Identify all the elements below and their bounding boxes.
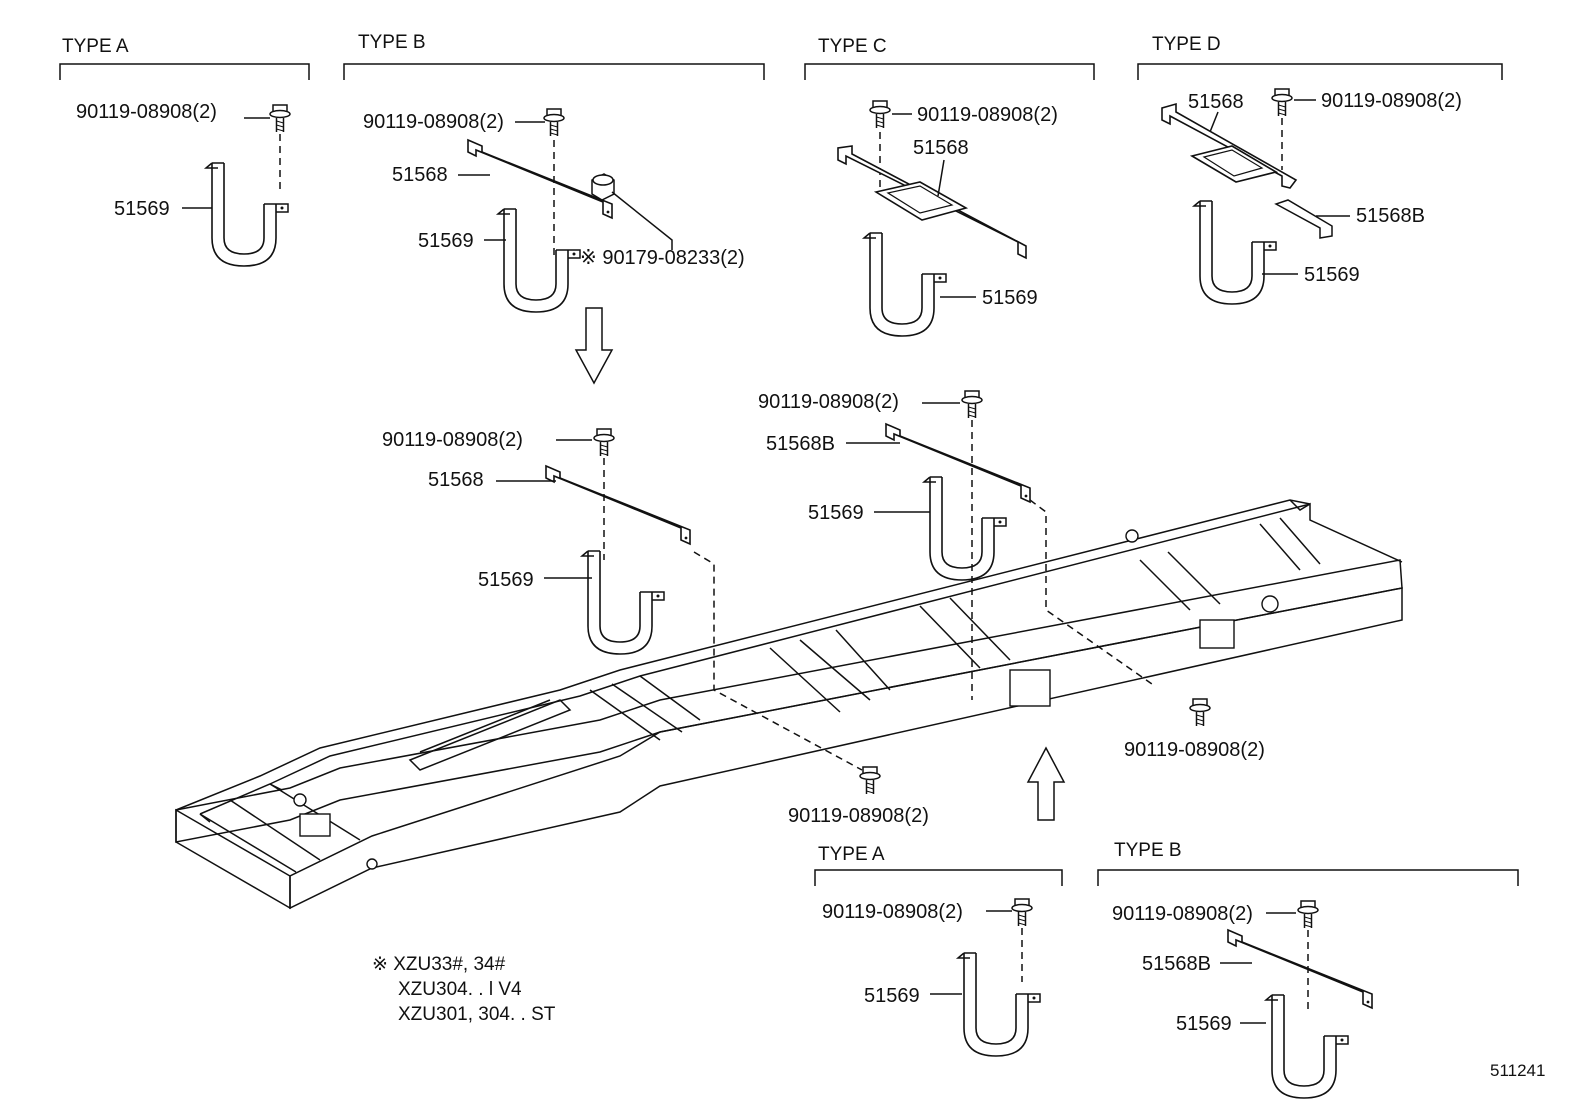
top-type-b-nut-label: ※ 90179-08233(2) <box>580 247 745 269</box>
center-right-bracket-label: 51568B <box>766 433 835 455</box>
bottom-type-a-strap-label: 51569 <box>864 985 920 1007</box>
top-type-b-nut-leader <box>611 191 673 250</box>
bolt-icon <box>593 428 615 457</box>
top-type-b-bracket-line <box>343 63 765 80</box>
top-type-c-strap-label: 51569 <box>982 287 1038 309</box>
nut-icon <box>591 173 615 201</box>
top-type-b-title: TYPE B <box>358 32 426 53</box>
bolt-icon <box>1271 88 1293 117</box>
top-type-d-title: TYPE D <box>1152 34 1221 55</box>
up-arrow-icon <box>1026 746 1066 821</box>
footnote-line-3: XZU301, 304. . ST <box>398 1004 556 1025</box>
bolt-icon <box>543 108 565 137</box>
bracket-icon <box>1227 929 1373 1009</box>
bottom-type-a-bolt-label: 90119-08908(2) <box>822 901 963 923</box>
bracket-with-plate-icon <box>837 145 1027 260</box>
center-right-bolt-label: 90119-08908(2) <box>758 391 899 413</box>
footnote-line-2: XZU304. . l V4 <box>398 979 522 1000</box>
bottom-type-b-strap-label: 51569 <box>1176 1013 1232 1035</box>
center-right-group: 90119-08908(2) 51568B 51569 <box>758 390 1153 700</box>
center-left-group: 90119-08908(2) 51568 51569 <box>382 428 863 771</box>
bottom-type-b-bolt-label: 90119-08908(2) <box>1112 903 1253 925</box>
bolt-icon <box>1189 698 1211 727</box>
top-type-d-bracket-leader <box>1209 111 1219 133</box>
center-left-bracket-label: 51568 <box>428 469 484 491</box>
bracket-icon <box>545 465 691 545</box>
bracket-icon <box>885 423 1031 503</box>
top-type-d-bracket-label: 51568 <box>1188 91 1244 113</box>
center-left-frame-guide <box>693 551 863 771</box>
center-left-strap-label: 51569 <box>478 569 534 591</box>
top-type-a-group: TYPE A 90119-08908(2) 51569 <box>59 36 310 267</box>
strap-icon <box>1193 200 1277 305</box>
bottom-type-b-title: TYPE B <box>1114 840 1182 861</box>
top-type-d-strap-label: 51569 <box>1304 264 1360 286</box>
bottom-type-b-group: TYPE B 90119-08908(2) 51568B 51569 <box>1097 840 1519 1099</box>
top-type-c-bolt-label: 90119-08908(2) <box>917 104 1058 126</box>
bolt-icon <box>1011 898 1033 927</box>
bottom-type-b-bracket-label: 51568B <box>1142 953 1211 975</box>
down-arrow-icon <box>574 307 614 385</box>
frame-bolt-left-label: 90119-08908(2) <box>788 805 929 827</box>
footnote-line-1: ※ XZU33#, 34# <box>372 954 506 975</box>
chassis-frame <box>175 499 1403 910</box>
strap-icon <box>957 952 1041 1057</box>
strap-icon <box>1265 994 1349 1099</box>
strap-icon <box>205 162 289 267</box>
top-type-c-bracket-line <box>804 63 1095 80</box>
top-type-b-strap-label: 51569 <box>418 230 474 252</box>
figure-number: 511241 <box>1490 1061 1545 1080</box>
footnote: ※ XZU33#, 34# XZU304. . l V4 XZU301, 304… <box>372 954 556 1025</box>
bolt-icon <box>869 100 891 129</box>
frame-bolt-right-label: 90119-08908(2) <box>1124 739 1265 761</box>
top-type-d-bracket-line <box>1137 63 1503 80</box>
center-left-bolt-label: 90119-08908(2) <box>382 429 523 451</box>
top-type-a-title: TYPE A <box>62 36 129 57</box>
bolt-icon <box>269 104 291 133</box>
top-type-a-strap-label: 51569 <box>114 198 170 220</box>
top-type-b-bolt-label: 90119-08908(2) <box>363 111 504 133</box>
bolt-icon <box>859 766 881 795</box>
top-type-c-group: TYPE C 90119-08908(2) 51568 51569 <box>804 36 1095 337</box>
bottom-type-a-title: TYPE A <box>818 844 885 865</box>
top-type-a-bracket-line <box>59 63 310 80</box>
strap-icon <box>923 476 1007 581</box>
top-type-c-bracket-label: 51568 <box>913 137 969 159</box>
bottom-type-b-bracket-line <box>1097 869 1519 886</box>
top-type-d-bracket-b-label: 51568B <box>1356 205 1425 227</box>
bottom-type-a-bracket-line <box>814 869 1063 886</box>
strap-icon <box>497 208 581 313</box>
top-type-d-bolt-label: 90119-08908(2) <box>1321 90 1462 112</box>
center-right-strap-label: 51569 <box>808 502 864 524</box>
small-bracket-icon <box>1274 199 1333 239</box>
bolt-icon <box>1297 900 1319 929</box>
top-type-d-group: TYPE D 51568 90119-08908(2) 51568B 51569 <box>1137 34 1503 305</box>
bracket-icon <box>467 139 613 219</box>
bolt-icon <box>961 390 983 419</box>
strap-icon <box>863 232 947 337</box>
top-type-b-bracket-label: 51568 <box>392 164 448 186</box>
bottom-type-a-group: TYPE A 90119-08908(2) 51569 <box>814 844 1063 1057</box>
top-type-c-bracket-leader <box>937 159 945 197</box>
bracket-with-plate-icon <box>1161 102 1298 189</box>
top-type-c-title: TYPE C <box>818 36 887 57</box>
center-right-frame-guide <box>1029 499 1153 685</box>
top-type-b-group: TYPE B 90119-08908(2) 51568 ※ 90179-0823… <box>343 32 765 313</box>
strap-icon <box>581 550 665 655</box>
frame-holes <box>293 529 1279 870</box>
top-type-a-bolt-label: 90119-08908(2) <box>76 101 217 123</box>
